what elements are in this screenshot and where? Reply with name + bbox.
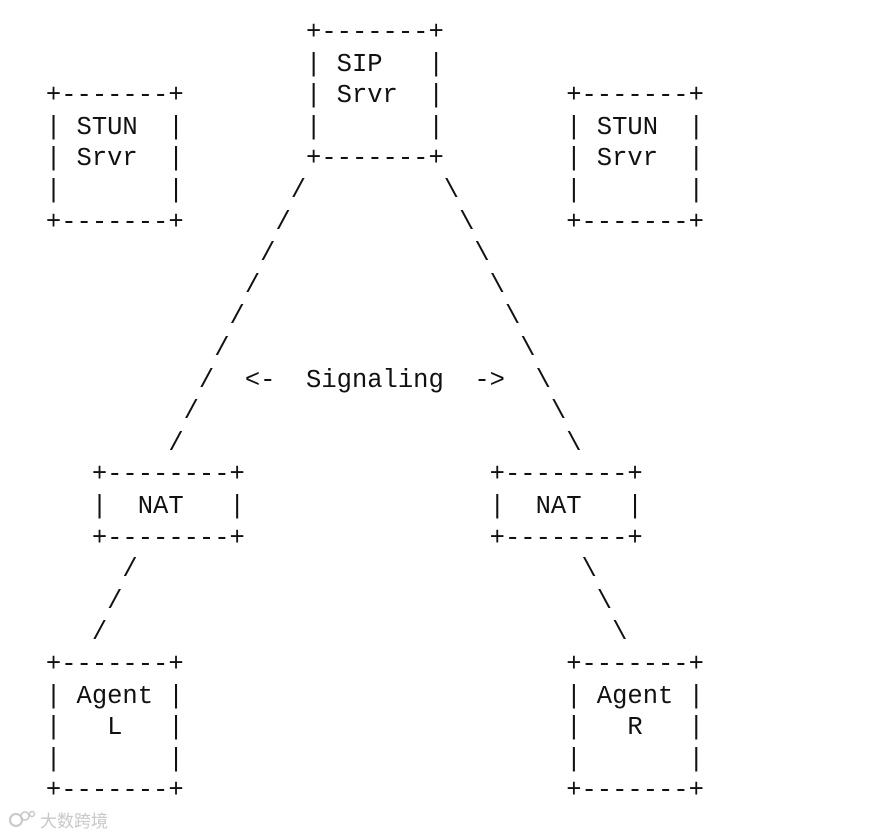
- diagram-line: +--------+ +--------+: [0, 460, 643, 490]
- diagram-line: +-------+ | Srvr | +-------+: [0, 81, 704, 111]
- diagram-line: | Agent | | Agent |: [0, 681, 704, 711]
- diagram-line: / \: [0, 302, 521, 332]
- diagram-line: / \: [0, 555, 597, 585]
- brand-logo-icon: [9, 810, 36, 827]
- diagram-line: +--------+ +--------+: [0, 523, 643, 553]
- diagram-line: / \: [0, 428, 582, 458]
- diagram-line: | SIP |: [0, 49, 444, 79]
- diagram-line: | | / \ | |: [0, 176, 704, 205]
- diagram-line: / \: [0, 618, 628, 648]
- diagram-line: / <- Signaling -> \: [0, 365, 551, 395]
- diagram-line: +-------+ +-------+: [0, 650, 704, 679]
- diagram-line: | NAT | | NAT |: [0, 492, 643, 521]
- diagram-line: | STUN | | | | STUN |: [0, 112, 704, 142]
- diagram-line: / \: [0, 397, 567, 427]
- diagram-line: / \: [0, 270, 505, 300]
- diagram-line: +-------+ +-------+: [0, 776, 704, 806]
- diagram-line: | L | | R |: [0, 713, 704, 743]
- watermark-text: 大数跨境: [40, 811, 108, 832]
- diagram-line: / \: [0, 334, 536, 363]
- diagram-line: | Srvr | +-------+ | Srvr |: [0, 144, 704, 174]
- diagram-line: +-------+: [0, 18, 444, 47]
- watermark: 大数跨境: [8, 806, 108, 832]
- diagram-line: / \: [0, 239, 490, 269]
- diagram-line: +-------+ / \ +-------+: [0, 207, 704, 237]
- diagram-line: / \: [0, 586, 613, 616]
- diagram-line: | | | |: [0, 744, 704, 774]
